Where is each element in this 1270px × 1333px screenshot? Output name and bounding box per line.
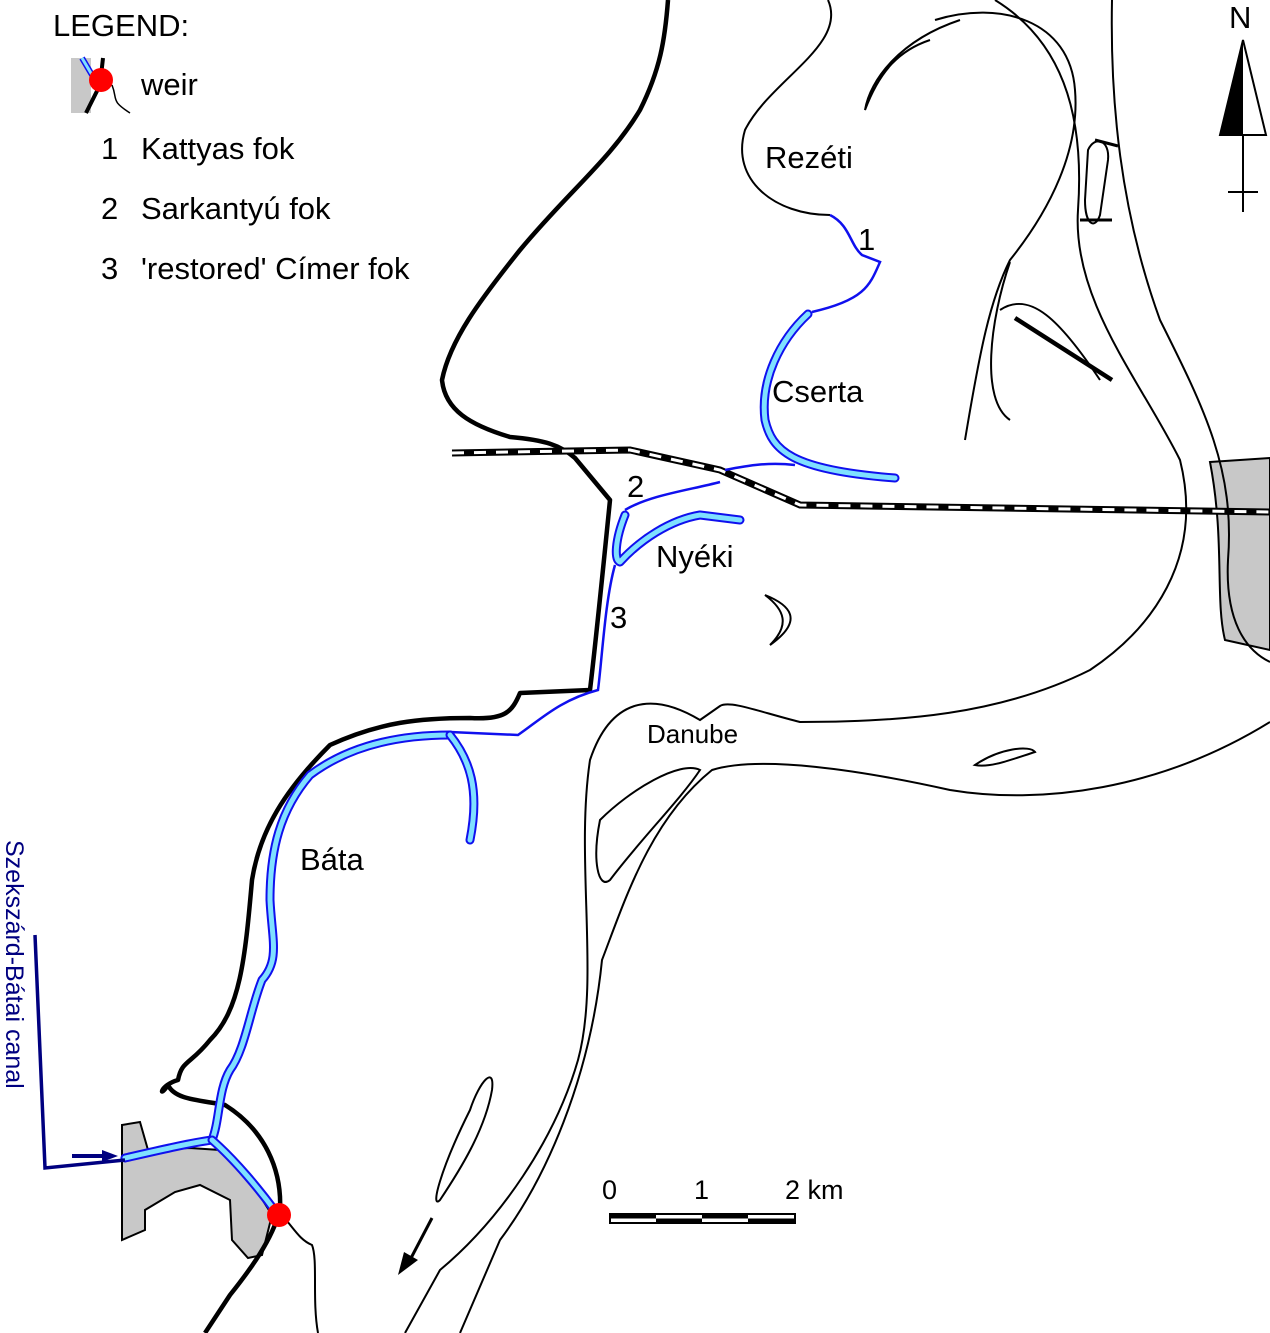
north-arrow-icon: [1218, 39, 1268, 212]
danube-west-bank: [404, 0, 1188, 1333]
legend-item-1-number: 1: [101, 131, 118, 166]
label-danube: Danube: [647, 719, 738, 749]
outlet-stream: [281, 1214, 319, 1333]
legend-item-1-label: Kattyas fok: [141, 131, 295, 166]
legend-item-3-number: 3: [101, 251, 118, 286]
nyeki-channel-fill: [613, 512, 743, 565]
sarkantyu-fok: [624, 462, 796, 512]
legend-item-3-label: 'restored' Címer fok: [141, 251, 410, 286]
label-nyeki: Nyéki: [656, 539, 734, 574]
marker-2: 2: [627, 469, 644, 504]
label-bata: Báta: [300, 842, 365, 877]
scale-bar: [609, 1213, 796, 1224]
island-2: [595, 767, 702, 883]
legend-weir-label: weir: [140, 67, 198, 102]
weir-marker: [267, 1203, 291, 1227]
cserta-channel-fill: [761, 311, 898, 481]
legend-item-2-label: Sarkantyú fok: [141, 191, 331, 226]
legend-title: LEGEND:: [53, 8, 189, 43]
danube-east-bank: [1110, 0, 1270, 663]
bata-branch-fill: [209, 732, 477, 1218]
marker-3: 3: [610, 600, 627, 635]
canal-label: Szekszárd-Bátai canal: [0, 840, 28, 1089]
flow-arrow-head: [398, 1252, 418, 1275]
island-4: [972, 747, 1037, 767]
side-channel: [990, 261, 1101, 421]
danube-east-bank-lower: [459, 721, 1270, 1333]
scale-label-2km: 2 km: [785, 1175, 844, 1205]
cimer-fok: [449, 564, 617, 737]
weir-legend-icon: [71, 56, 131, 114]
legend: LEGEND: weir 1 Kattyas fok 2 Sarkantyú f…: [53, 8, 410, 286]
rezeti-loop-outer: [741, 0, 833, 216]
island-1: [1083, 140, 1110, 225]
north-label: N: [1229, 0, 1251, 35]
legend-item-2-number: 2: [101, 191, 118, 226]
kattyas-fok: [811, 213, 882, 314]
scale-label-0: 0: [602, 1175, 617, 1205]
szekszard-batai-canal: [33, 934, 126, 1170]
flood-dike: [159, 0, 671, 1333]
cross-dike: [1013, 316, 1114, 382]
rezeti-loop-inner: [864, 11, 1077, 441]
bata-branch: [207, 730, 479, 1220]
label-rezeti: Rezéti: [765, 140, 853, 175]
cross-dike-2: [1080, 138, 1119, 222]
oxbow-nyeki: [764, 594, 792, 646]
label-cserta: Cserta: [772, 374, 864, 409]
danube-flow-arrow: [408, 1217, 434, 1261]
island-3: [435, 1076, 494, 1203]
marker-1: 1: [858, 222, 875, 257]
railway-dashes: [451, 448, 1270, 514]
scale-label-1: 1: [694, 1175, 709, 1205]
canal-arrow-head: [102, 1150, 118, 1162]
settlement-area-east: [1208, 456, 1270, 652]
